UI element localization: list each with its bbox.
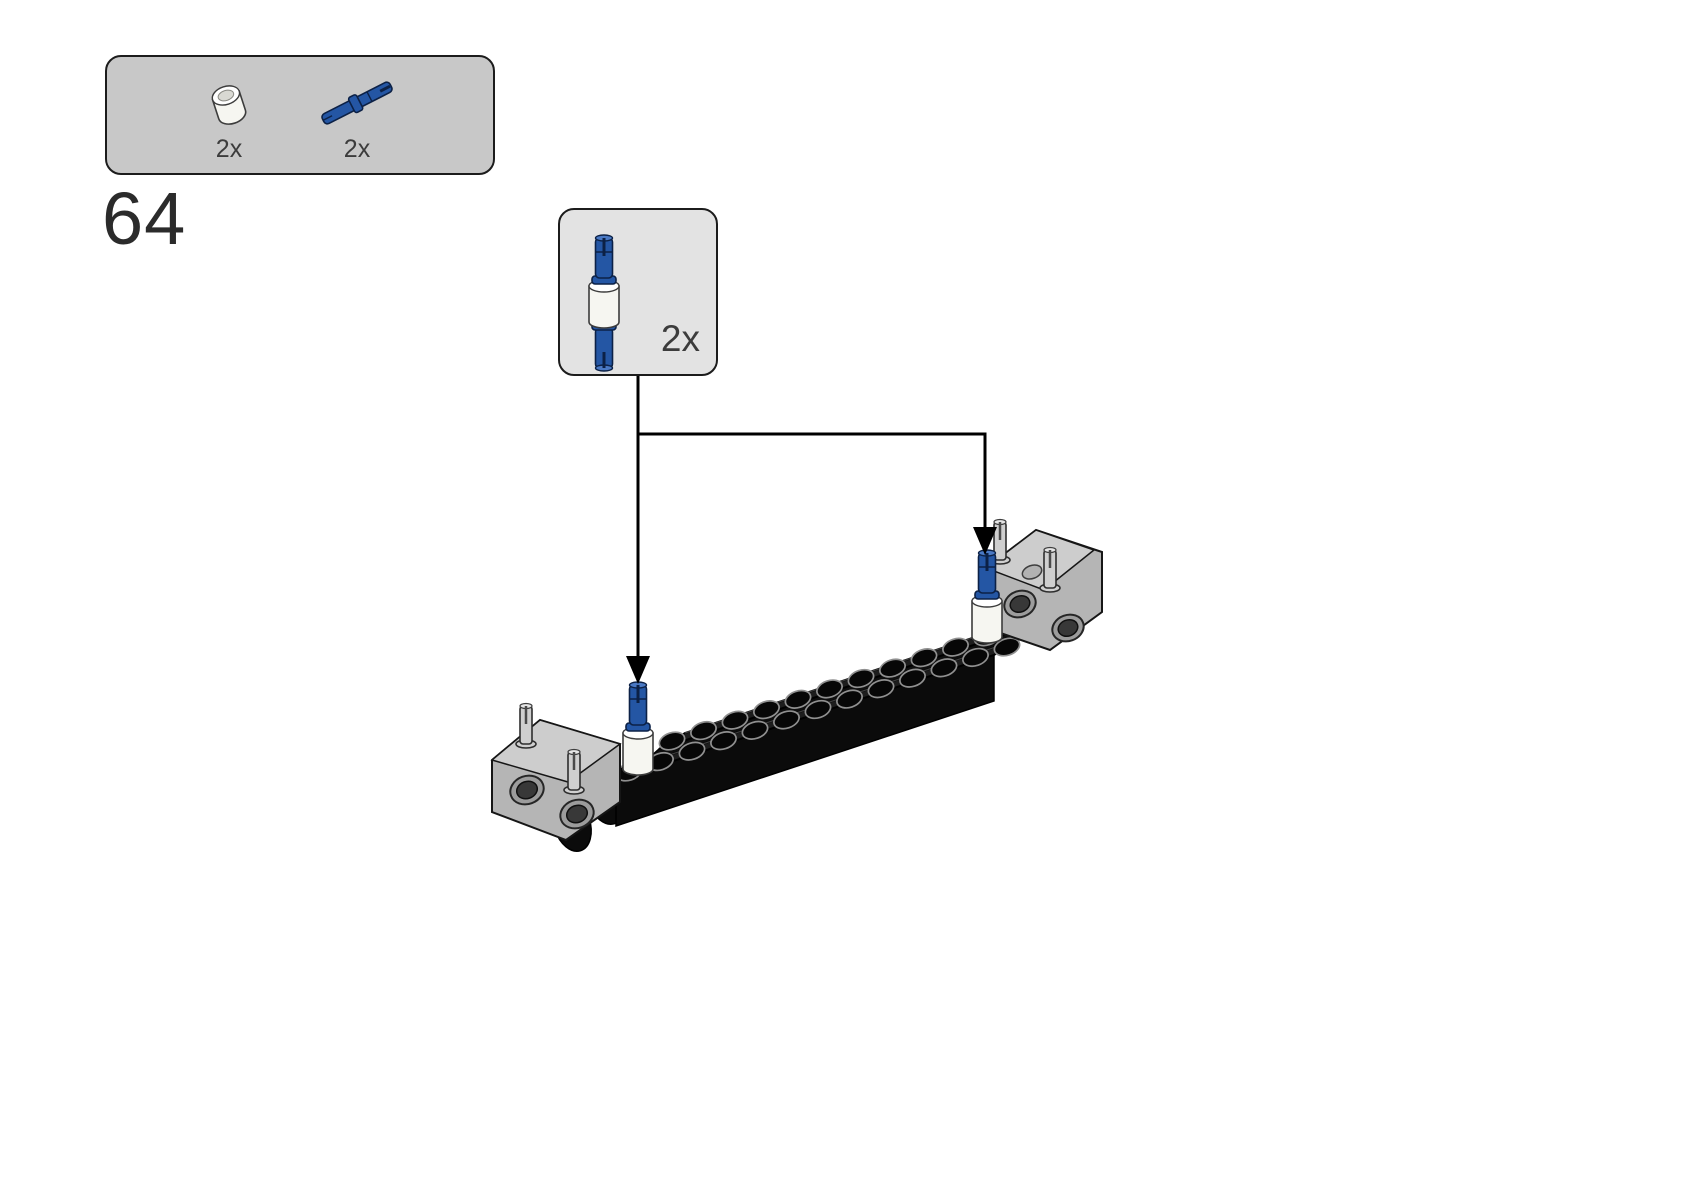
parts-box: 2x 2x: [105, 55, 495, 175]
blue-pin-assembly-right: [970, 548, 1004, 645]
part-count-label: 2x: [215, 135, 243, 163]
beam-holes-front-row: [615, 637, 1021, 782]
blue-long-pin-icon: [321, 81, 393, 125]
pin-connector-assembly-icon: [588, 234, 620, 372]
axle-pin-icon: [988, 518, 1012, 566]
blue-pin-assembly-left: [621, 680, 655, 777]
arrow-down-icon: [626, 656, 650, 684]
submodel-callout-box: 2x: [558, 208, 718, 376]
step-number: 64: [102, 177, 187, 260]
part-count-label: 2x: [343, 135, 371, 163]
axle-pin-icon: [562, 748, 586, 796]
insertion-guides: [626, 376, 997, 684]
black-beam-assembly: [552, 606, 1064, 852]
part-item-white-connector: 2x: [171, 71, 287, 164]
arrow-down-icon: [973, 527, 997, 555]
white-round-connector-icon: [211, 85, 247, 125]
part-item-blue-pin: 2x: [299, 71, 415, 164]
axle-pin-icon: [1038, 546, 1062, 594]
gray-axle-connector-left: [490, 702, 622, 842]
beam-holes-rear-row: [658, 606, 1064, 751]
callout-count-label: 2x: [660, 318, 700, 359]
gray-axle-connector-right: [984, 518, 1103, 652]
axle-pin-icon: [514, 702, 538, 750]
guide-line-right: [638, 432, 987, 527]
